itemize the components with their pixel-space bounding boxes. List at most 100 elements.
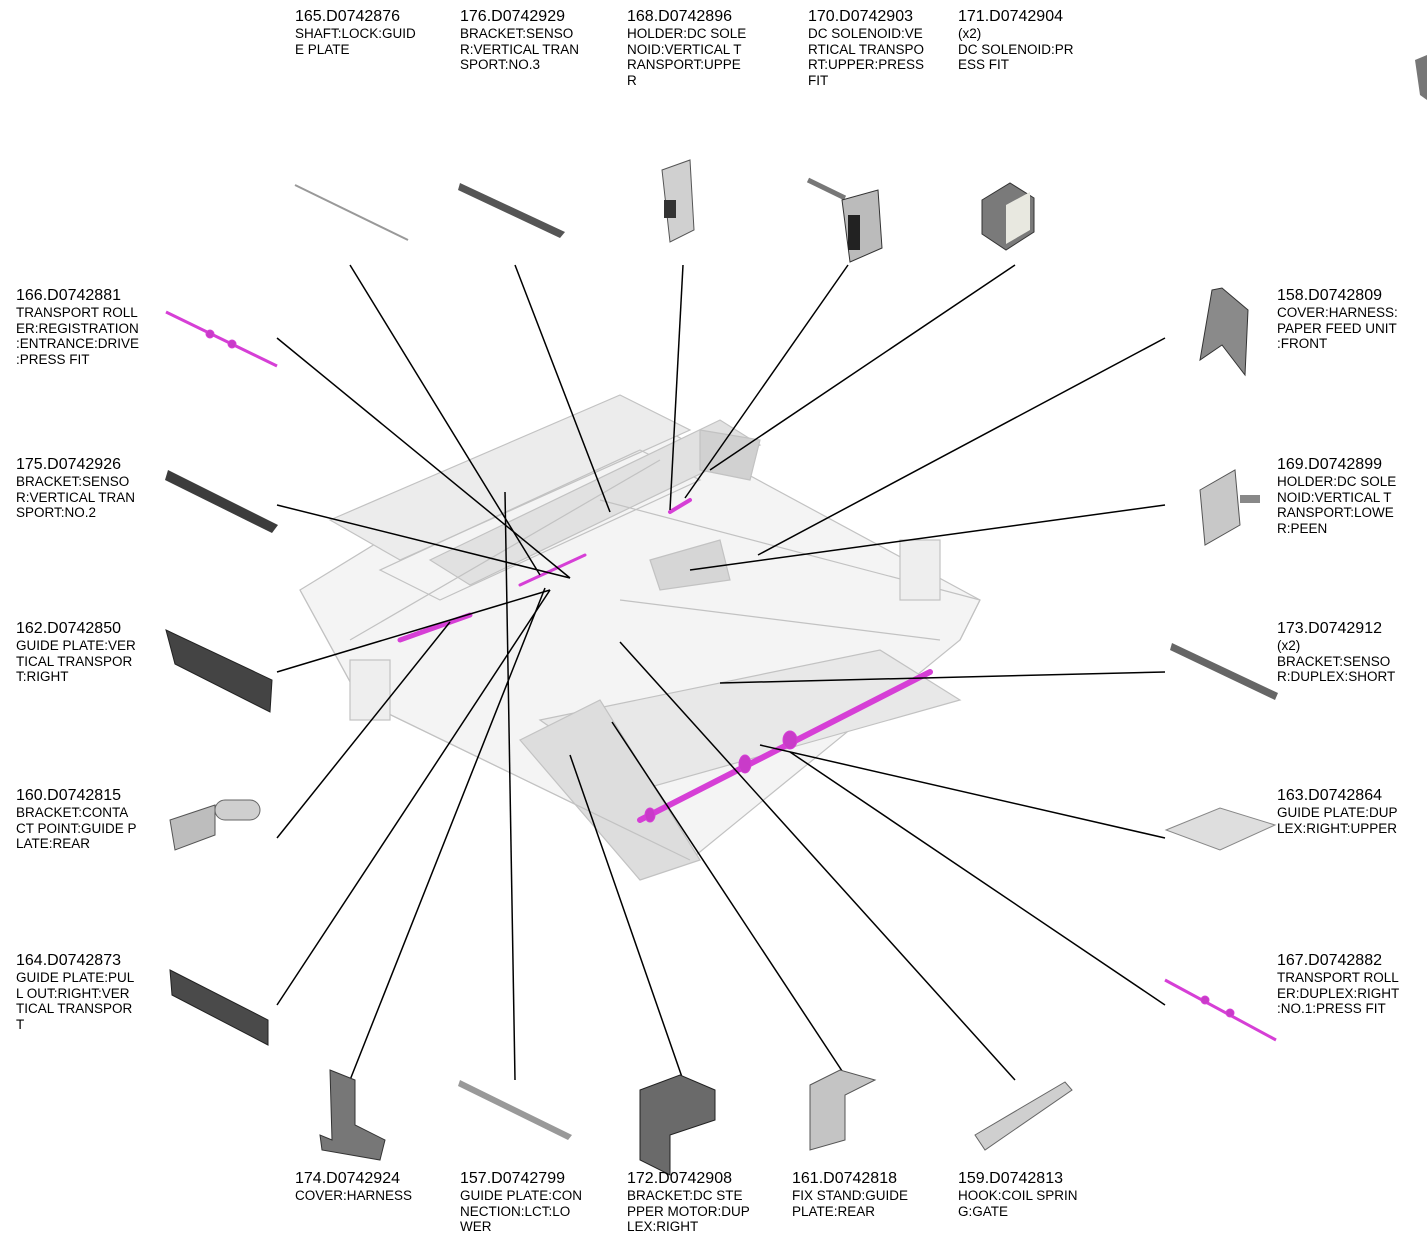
label-part-163: 163.D0742864 GUIDE PLATE:DUP LEX:RIGHT:U… bbox=[1277, 787, 1427, 836]
leader-line-part-173 bbox=[719, 671, 1166, 684]
leader-line-part-167 bbox=[789, 751, 1166, 1006]
leader-line-part-166 bbox=[276, 337, 571, 579]
label-part-158: 158.D0742809 COVER:HARNESS: PAPER FEED U… bbox=[1277, 287, 1427, 352]
label-part-157: 157.D0742799 GUIDE PLATE:CON NECTION:LCT… bbox=[460, 1170, 620, 1235]
part-164-guide-plate bbox=[169, 969, 269, 1046]
part-description: BRACKET:DC STE PPER MOTOR:DUP LEX:RIGHT bbox=[627, 1188, 750, 1235]
part-172-bracket bbox=[639, 1074, 716, 1176]
part-number: 160.D0742815 bbox=[16, 787, 121, 804]
part-162-guide-plate bbox=[165, 629, 273, 713]
part-number: 161.D0742818 bbox=[792, 1170, 897, 1187]
part-166-roller bbox=[165, 310, 278, 368]
label-part-176: 176.D0742929 BRACKET:SENSO R:VERTICAL TR… bbox=[460, 8, 620, 73]
label-part-171: 171.D0742904 (x2) DC SOLENOID:PR ESS FIT bbox=[958, 8, 1118, 73]
part-159-hook bbox=[974, 1081, 1073, 1151]
part-number: 171.D0742904 bbox=[958, 8, 1063, 25]
label-part-161: 161.D0742818 FIX STAND:GUIDE PLATE:REAR bbox=[792, 1170, 952, 1219]
label-part-166: 166.D0742881 TRANSPORT ROLL ER:REGISTRAT… bbox=[16, 287, 176, 367]
part-number: 170.D0742903 bbox=[808, 8, 913, 25]
label-part-172: 172.D0742908 BRACKET:DC STE PPER MOTOR:D… bbox=[627, 1170, 787, 1235]
leader-line-part-160 bbox=[276, 621, 451, 839]
part-thumbnails bbox=[165, 55, 1427, 1176]
part-description: DC SOLENOID:VE RTICAL TRANSPO RT:UPPER:P… bbox=[808, 26, 925, 88]
assembly-rollers bbox=[397, 498, 933, 823]
part-description: HOLDER:DC SOLE NOID:VERTICAL T RANSPORT:… bbox=[1277, 474, 1397, 536]
label-part-173: 173.D0742912 (x2) BRACKET:SENSO R:DUPLEX… bbox=[1277, 620, 1427, 685]
part-number: 165.D0742876 bbox=[295, 8, 400, 25]
part-157-guide-plate bbox=[458, 1080, 572, 1140]
leader-line-part-159 bbox=[619, 641, 1016, 1081]
part-number: 172.D0742908 bbox=[627, 1170, 732, 1187]
leader-line-part-171 bbox=[709, 264, 1016, 471]
part-number: 159.D0742813 bbox=[958, 1170, 1063, 1187]
part-description: (x2) BRACKET:SENSO R:DUPLEX:SHORT bbox=[1277, 638, 1396, 685]
part-number: 164.D0742873 bbox=[16, 952, 121, 969]
part-number: 162.D0742850 bbox=[16, 620, 121, 637]
part-description: BRACKET:SENSO R:VERTICAL TRAN SPORT:NO.3 bbox=[460, 26, 580, 73]
part-description: BRACKET:SENSO R:VERTICAL TRAN SPORT:NO.2 bbox=[16, 474, 136, 521]
part-163-guide-plate bbox=[1164, 807, 1277, 851]
leader-line-part-174 bbox=[349, 587, 546, 1081]
part-171-solenoid bbox=[981, 182, 1035, 251]
part-description: GUIDE PLATE:PUL L OUT:RIGHT:VER TICAL TR… bbox=[16, 970, 135, 1032]
part-number: 158.D0742809 bbox=[1277, 287, 1382, 304]
part-number: 166.D0742881 bbox=[16, 287, 121, 304]
part-number: 173.D0742912 bbox=[1277, 620, 1382, 637]
part-174-cover bbox=[319, 1069, 386, 1161]
label-part-169: 169.D0742899 HOLDER:DC SOLE NOID:VERTICA… bbox=[1277, 456, 1427, 536]
part-170-solenoid bbox=[806, 177, 883, 263]
part-167-roller bbox=[1164, 978, 1277, 1042]
part-description: (x2) DC SOLENOID:PR ESS FIT bbox=[958, 26, 1074, 73]
leader-line-part-161 bbox=[611, 721, 849, 1081]
leader-line-part-162 bbox=[276, 589, 551, 673]
part-description: BRACKET:CONTA CT POINT:GUIDE P LATE:REAR bbox=[16, 805, 137, 852]
part-160-bracket bbox=[169, 799, 261, 851]
leader-line-part-165 bbox=[349, 264, 541, 576]
leader-line-part-158 bbox=[757, 337, 1166, 556]
label-part-165: 165.D0742876 SHAFT:LOCK:GUID E PLATE bbox=[295, 8, 455, 57]
leader-line-part-168 bbox=[669, 264, 684, 511]
part-description: GUIDE PLATE:VER TICAL TRANSPOR T:RIGHT bbox=[16, 638, 136, 685]
clipped-part-top-right bbox=[1415, 55, 1427, 100]
part-description: HOOK:COIL SPRIN G:GATE bbox=[958, 1188, 1078, 1219]
part-169-holder bbox=[1199, 469, 1260, 546]
part-description: GUIDE PLATE:CON NECTION:LCT:LO WER bbox=[460, 1188, 583, 1235]
part-description: HOLDER:DC SOLE NOID:VERTICAL T RANSPORT:… bbox=[627, 26, 747, 88]
part-number: 176.D0742929 bbox=[460, 8, 565, 25]
part-173-bracket bbox=[1170, 643, 1278, 700]
part-number: 167.D0742882 bbox=[1277, 952, 1382, 969]
label-part-162: 162.D0742850 GUIDE PLATE:VER TICAL TRANS… bbox=[16, 620, 176, 685]
part-number: 163.D0742864 bbox=[1277, 787, 1382, 804]
label-part-160: 160.D0742815 BRACKET:CONTA CT POINT:GUID… bbox=[16, 787, 176, 852]
part-description: TRANSPORT ROLL ER:DUPLEX:RIGHT :NO.1:PRE… bbox=[1277, 970, 1400, 1017]
part-158-cover bbox=[1199, 287, 1249, 377]
leader-line-part-164 bbox=[276, 589, 551, 1006]
label-part-175: 175.D0742926 BRACKET:SENSO R:VERTICAL TR… bbox=[16, 456, 176, 521]
part-description: FIX STAND:GUIDE PLATE:REAR bbox=[792, 1188, 909, 1219]
part-161-fix-stand bbox=[809, 1069, 877, 1151]
part-description: TRANSPORT ROLL ER:REGISTRATION :ENTRANCE… bbox=[16, 305, 140, 367]
part-number: 169.D0742899 bbox=[1277, 456, 1382, 473]
part-number: 168.D0742896 bbox=[627, 8, 732, 25]
leader-line-part-176 bbox=[514, 264, 611, 513]
part-description: GUIDE PLATE:DUP LEX:RIGHT:UPPER bbox=[1277, 805, 1398, 836]
label-part-167: 167.D0742882 TRANSPORT ROLL ER:DUPLEX:RI… bbox=[1277, 952, 1427, 1017]
label-part-164: 164.D0742873 GUIDE PLATE:PUL L OUT:RIGHT… bbox=[16, 952, 176, 1032]
part-description: COVER:HARNESS: PAPER FEED UNIT :FRONT bbox=[1277, 305, 1398, 352]
leader-line-part-163 bbox=[759, 744, 1166, 839]
leader-line-part-170 bbox=[684, 264, 849, 499]
main-assembly bbox=[299, 394, 981, 881]
part-number: 174.D0742924 bbox=[295, 1170, 400, 1187]
label-part-168: 168.D0742896 HOLDER:DC SOLE NOID:VERTICA… bbox=[627, 8, 787, 88]
part-number: 175.D0742926 bbox=[16, 456, 121, 473]
part-175-bracket bbox=[165, 470, 278, 533]
part-description: COVER:HARNESS bbox=[295, 1188, 413, 1204]
label-part-159: 159.D0742813 HOOK:COIL SPRIN G:GATE bbox=[958, 1170, 1118, 1219]
part-168-holder bbox=[661, 159, 695, 243]
part-description: SHAFT:LOCK:GUID E PLATE bbox=[295, 26, 416, 57]
leader-line-part-169 bbox=[689, 504, 1166, 571]
label-part-170: 170.D0742903 DC SOLENOID:VE RTICAL TRANS… bbox=[808, 8, 968, 88]
label-part-174: 174.D0742924 COVER:HARNESS bbox=[295, 1170, 455, 1204]
